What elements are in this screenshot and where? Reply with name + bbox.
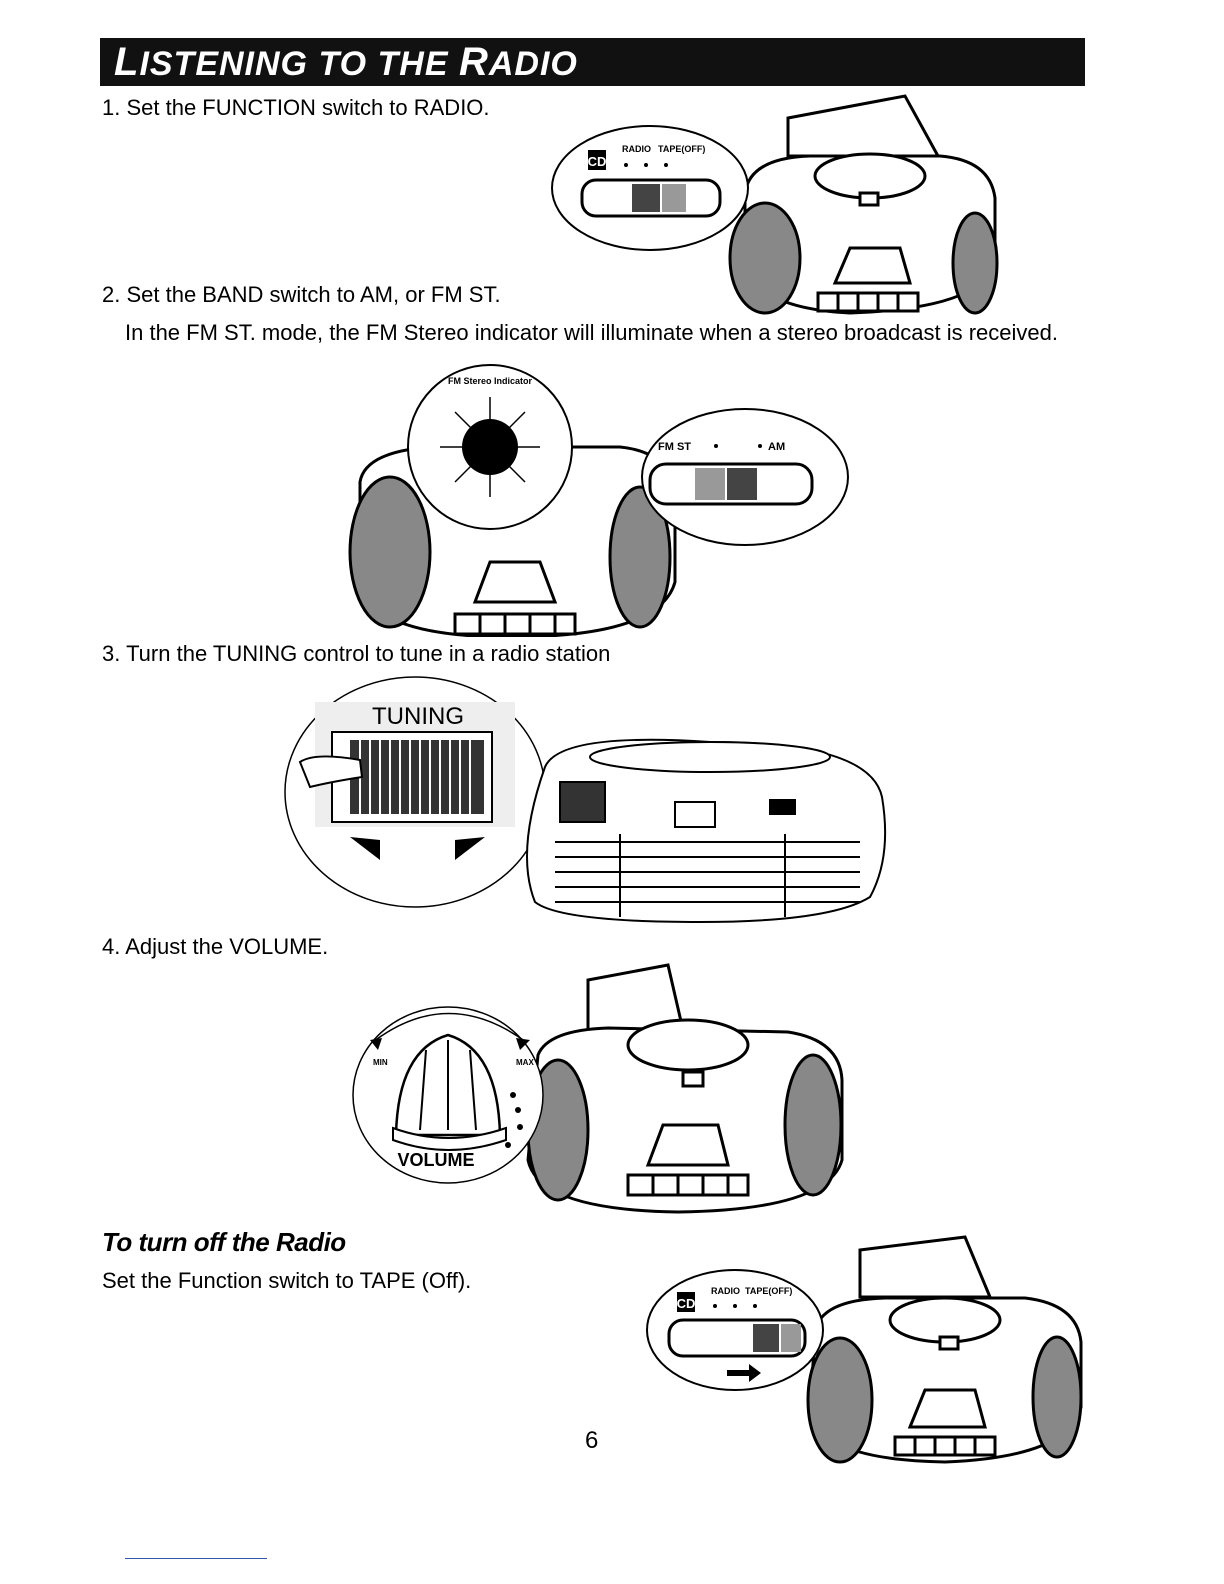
function-switch-illustration: CD RADIO TAPE(OFF) [551, 94, 999, 315]
step-1-text: 1. Set the FUNCTION switch to RADIO. [102, 95, 490, 120]
hand-icon [298, 755, 364, 789]
am-label: AM [768, 441, 785, 453]
tuning-label: TUNING [372, 703, 464, 730]
section-title: LISTENING TO THE RADIO [114, 40, 578, 84]
turn-off-text: Set the Function switch to TAPE (Off). [102, 1268, 472, 1293]
step-2-text: 2. Set the BAND switch to AM, or FM ST. [102, 282, 501, 307]
stereo-indicator-label: FM Stereo Indicator [448, 376, 533, 386]
volume-illustration: MIN MAX VOLUME [352, 963, 844, 1214]
step-2-note: In the FM ST. mode, the FM Stereo indica… [125, 320, 1058, 345]
tape-off-position-label: TAPE(OFF) [745, 1286, 792, 1296]
cd-label: CD [677, 1296, 696, 1311]
step-4-text: 4. Adjust the VOLUME. [102, 934, 329, 959]
fm-st-label: FM ST [658, 441, 691, 453]
boombox-drawing [728, 94, 999, 315]
band-switch-illustration: FM Stereo Indicator FM ST AM [348, 364, 849, 637]
boombox-drawing [806, 1235, 1083, 1464]
stereo-indicator-light [462, 419, 518, 475]
indicator-rays [440, 397, 540, 497]
cd-label: CD [588, 154, 607, 169]
step-3-text: 3. Turn the TUNING control to tune in a … [102, 641, 611, 666]
right-arrow-icon [727, 1364, 761, 1382]
boombox-drawing [526, 738, 887, 924]
tape-off-position-label: TAPE(OFF) [658, 144, 705, 154]
radio-position-label: RADIO [622, 144, 651, 154]
turn-off-heading: To turn off the Radio [102, 1227, 346, 1257]
cd-badge [677, 1292, 695, 1312]
footer-rule [125, 1558, 267, 1559]
tuning-illustration: TUNING [284, 676, 887, 924]
volume-arc-arrow [372, 1012, 527, 1043]
volume-min-label: MIN [373, 1058, 388, 1067]
page-number: 6 [585, 1427, 599, 1454]
volume-label: VOLUME [397, 1150, 474, 1170]
section-header-banner: LISTENING TO THE RADIO [100, 38, 1085, 86]
cd-badge [588, 150, 606, 170]
boombox-drawing [526, 963, 844, 1214]
volume-max-label: MAX [516, 1058, 534, 1067]
tape-off-illustration: CD RADIO TAPE(OFF) [646, 1235, 1083, 1464]
radio-position-label: RADIO [711, 1286, 740, 1296]
